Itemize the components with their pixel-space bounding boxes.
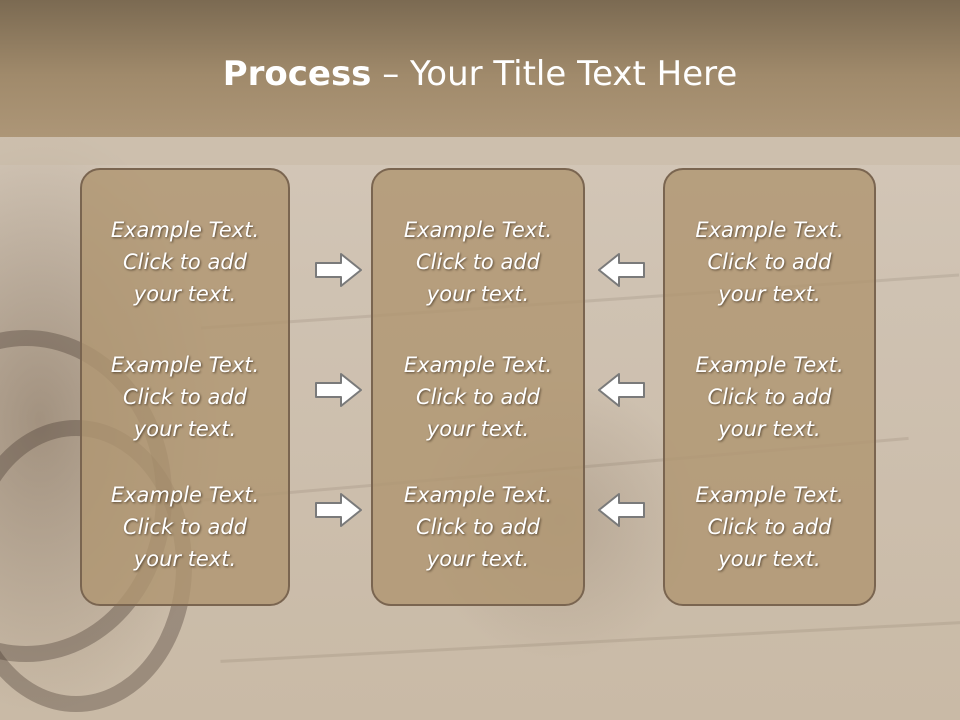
text-placeholder[interactable]: Example Text. Click to add your text. bbox=[695, 218, 844, 306]
text-placeholder[interactable]: Example Text. Click to add your text. bbox=[695, 483, 844, 571]
title-strip bbox=[0, 137, 960, 165]
right-arrow-icon bbox=[315, 373, 362, 407]
left-arrow-icon bbox=[598, 373, 645, 407]
title-band bbox=[0, 0, 960, 137]
right-arrow-icon bbox=[315, 493, 362, 527]
process-box-center[interactable]: Example Text. Click to add your text. Ex… bbox=[371, 168, 585, 606]
text-placeholder[interactable]: Example Text. Click to add your text. bbox=[110, 218, 260, 306]
slide-title[interactable]: Process – Your Title Text Here bbox=[0, 52, 960, 96]
text-placeholder[interactable]: Example Text. Click to add your text. bbox=[110, 483, 260, 571]
title-bold: Process bbox=[222, 54, 372, 94]
title-rest: – Your Title Text Here bbox=[371, 54, 738, 94]
text-placeholder[interactable]: Example Text. Click to add your text. bbox=[403, 218, 553, 306]
process-box-right[interactable]: Example Text. Click to add your text. Ex… bbox=[663, 168, 876, 606]
right-arrow-icon bbox=[315, 253, 362, 287]
text-placeholder[interactable]: Example Text. Click to add your text. bbox=[695, 353, 844, 441]
text-placeholder[interactable]: Example Text. Click to add your text. bbox=[110, 353, 260, 441]
left-arrow-icon bbox=[598, 493, 645, 527]
text-placeholder[interactable]: Example Text. Click to add your text. bbox=[403, 353, 553, 441]
text-placeholder[interactable]: Example Text. Click to add your text. bbox=[403, 483, 553, 571]
left-arrow-icon bbox=[598, 253, 645, 287]
process-box-left[interactable]: Example Text. Click to add your text. Ex… bbox=[80, 168, 290, 606]
